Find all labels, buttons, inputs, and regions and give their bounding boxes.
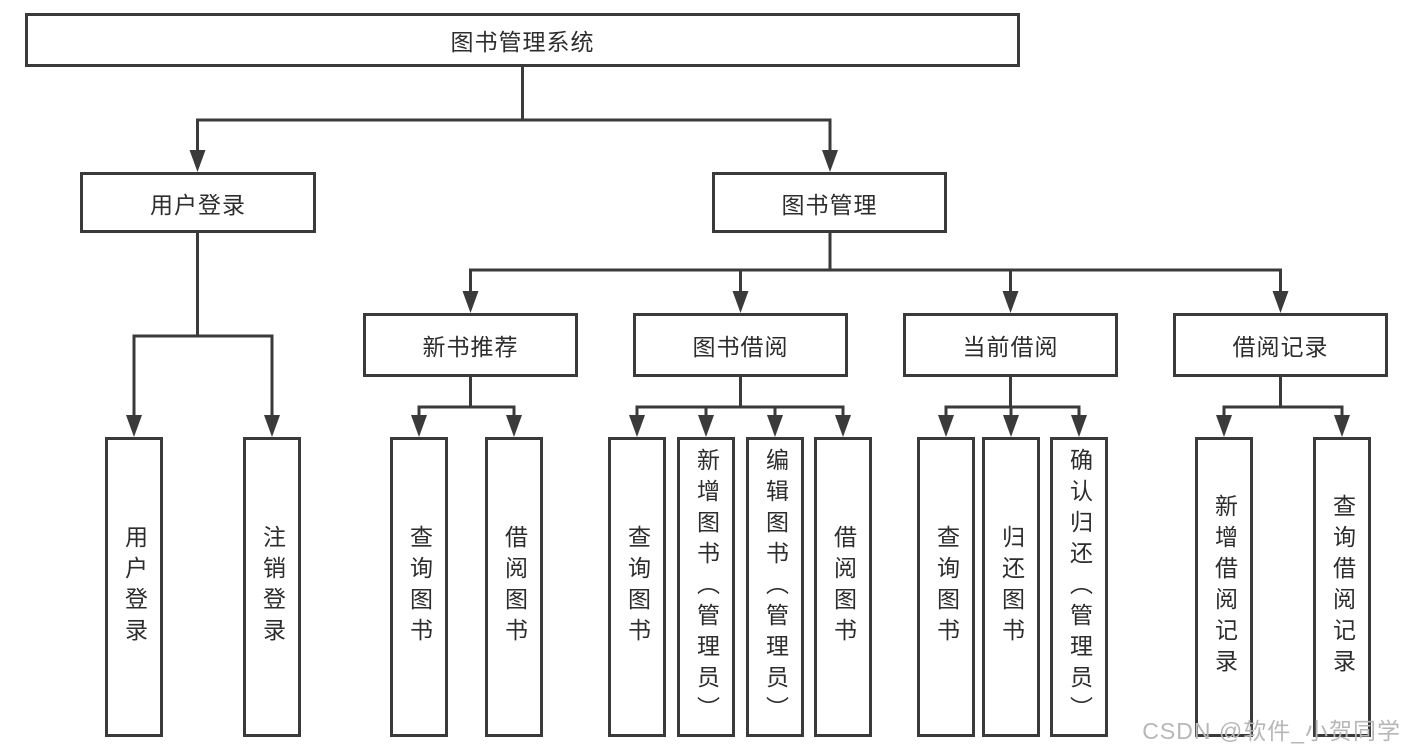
leaf-return-book: 归还图书 bbox=[982, 437, 1040, 737]
leaf-label: 新增借阅记录 bbox=[1211, 494, 1238, 680]
leaf-label: 用户登录 bbox=[121, 525, 148, 649]
node-label: 图书管理 bbox=[781, 191, 878, 218]
leaf-add-book-admin: 新增图书（管理员） bbox=[677, 437, 735, 737]
leaf-query-borrow-record: 查询借阅记录 bbox=[1313, 437, 1371, 737]
node-borrow-record: 借阅记录 bbox=[1173, 313, 1388, 377]
node-user-login: 用户登录 bbox=[80, 172, 316, 233]
connector-book-mgmt-to-level3 bbox=[462, 233, 1289, 313]
leaf-query-book-2: 查询图书 bbox=[608, 437, 666, 737]
leaf-user-login: 用户登录 bbox=[105, 437, 163, 737]
leaf-label: 查询图书 bbox=[624, 525, 651, 649]
node-library-management-system: 图书管理系统 bbox=[25, 13, 1020, 67]
node-label: 当前借阅 bbox=[962, 334, 1059, 360]
connector-new-book-branch bbox=[411, 377, 522, 437]
connector-current-borrow-branch bbox=[938, 377, 1087, 437]
leaf-borrow-book-2: 借阅图书 bbox=[814, 437, 872, 737]
node-current-borrow: 当前借阅 bbox=[903, 313, 1118, 377]
node-book-borrow: 图书借阅 bbox=[633, 313, 848, 377]
leaf-logout: 注销登录 bbox=[243, 437, 301, 737]
connector-book-borrow-branch bbox=[629, 377, 851, 437]
node-label: 图书借阅 bbox=[692, 334, 789, 360]
connector-user-login-branch bbox=[126, 233, 280, 437]
leaf-add-borrow-record: 新增借阅记录 bbox=[1195, 437, 1253, 737]
leaf-query-book-3: 查询图书 bbox=[917, 437, 975, 737]
node-label: 用户登录 bbox=[150, 191, 246, 218]
connector-root-to-level2 bbox=[189, 66, 838, 172]
node-label: 图书管理系统 bbox=[450, 29, 595, 55]
leaf-label: 归还图书 bbox=[998, 525, 1025, 649]
leaf-label: 借阅图书 bbox=[501, 525, 528, 649]
leaf-label: 新增图书（管理员） bbox=[693, 447, 720, 727]
leaf-label: 注销登录 bbox=[259, 525, 286, 649]
leaf-borrow-book-1: 借阅图书 bbox=[485, 437, 543, 737]
node-label: 借阅记录 bbox=[1232, 334, 1329, 360]
leaf-label: 确认归还（管理员） bbox=[1066, 447, 1093, 727]
node-book-management: 图书管理 bbox=[712, 172, 947, 233]
node-new-book-recommend: 新书推荐 bbox=[363, 313, 578, 377]
leaf-edit-book-admin: 编辑图书（管理员） bbox=[746, 437, 804, 737]
leaf-label: 查询图书 bbox=[406, 525, 433, 649]
leaf-label: 查询图书 bbox=[933, 525, 960, 649]
leaf-query-book-1: 查询图书 bbox=[390, 437, 448, 737]
leaf-label: 编辑图书（管理员） bbox=[762, 447, 789, 727]
leaf-label: 查询借阅记录 bbox=[1329, 494, 1356, 680]
connector-borrow-record-branch bbox=[1216, 377, 1350, 437]
node-label: 新书推荐 bbox=[422, 334, 519, 360]
leaf-confirm-return-admin: 确认归还（管理员） bbox=[1050, 437, 1108, 737]
leaf-label: 借阅图书 bbox=[830, 525, 857, 649]
